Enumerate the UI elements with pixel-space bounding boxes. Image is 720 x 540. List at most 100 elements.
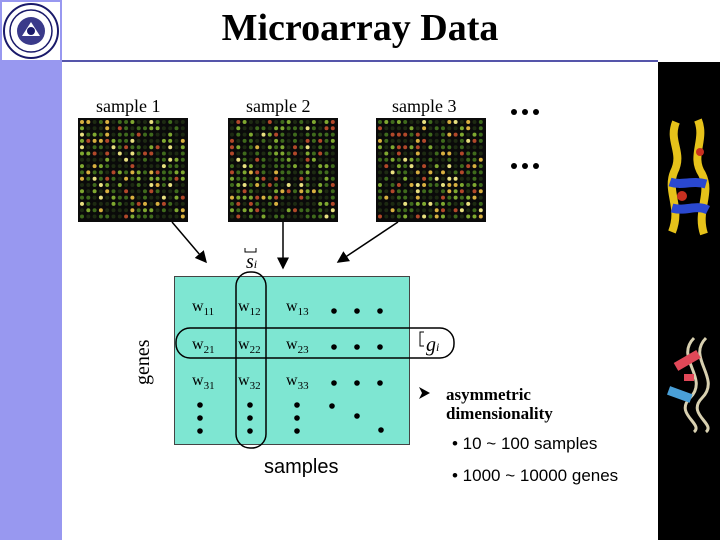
microarray-spot [124,132,129,137]
microarray-spot [280,164,285,169]
microarray-spot [149,138,154,143]
microarray-spot [311,132,316,137]
microarray-spot [242,132,247,137]
microarray-spot [428,151,433,156]
microarray-spot [149,170,154,175]
microarray-spot [174,138,179,143]
microarray-spot [453,183,458,187]
microarray-spot [86,145,91,150]
microarray-spot [378,157,382,162]
microarray-spot [230,164,234,169]
microarray-spot [459,157,464,162]
microarray-spot [143,145,147,150]
microarray-spot [236,170,241,175]
microarray-spot [80,183,84,187]
microarray-spot [255,208,260,213]
microarray-spot [396,132,401,137]
microarray-spot [286,214,291,219]
microarray-spot [403,132,408,137]
gene-row-highlight [175,327,455,359]
microarray-spot [378,120,382,124]
microarray-spot [447,176,452,181]
microarray-spot [330,170,335,175]
microarray-spot [168,157,173,162]
microarray-spot [286,201,291,206]
microarray-spot [174,208,179,213]
microarray-spot [230,176,234,181]
microarray-spot [111,176,116,181]
microarray-spot [415,176,420,181]
microarray-spot [299,183,304,187]
s-vector-label: si [246,251,257,274]
microarray-spot [390,208,395,213]
microarray-spot [136,208,141,213]
microarray-spot [409,157,414,162]
microarray-spot [390,138,395,143]
microarray-spot [390,195,395,200]
cell-w31: w31 [192,372,215,393]
microarray-spot [280,176,285,181]
microarray-spot [434,201,439,206]
microarray-spot [267,201,272,206]
microarray-spot [98,157,103,162]
microarray-spot [105,157,110,162]
microarray-spot [299,195,304,200]
microarray-spot [168,183,173,187]
microarray-spot [286,176,291,181]
microarray-spot [261,214,266,219]
microarray-spot [236,157,241,162]
microarray-spot [453,132,458,137]
microarray-spot [403,120,408,124]
microarray-spot [330,126,335,131]
microarray-spot [92,176,97,181]
microarray-spot [384,120,389,124]
cell-w13: w13 [286,298,309,319]
microarray-spot [86,176,91,181]
sample-column-highlight [235,271,267,449]
microarray-spot [396,164,401,169]
microarray-spot [124,157,129,162]
microarray-spot [242,201,247,206]
microarray-spot [478,183,483,187]
microarray-spot [155,120,160,124]
microarray-spot [415,214,420,219]
microarray-spot [149,208,154,213]
matrix-box [174,276,410,445]
microarray-spot [434,195,439,200]
microarray-spot [274,189,279,194]
microarray-spot [230,145,234,150]
microarray-spot [472,189,477,194]
microarray-spot [324,145,329,150]
microarray-spot [384,138,389,143]
microarray-spot [168,138,173,143]
microarray-spot [466,151,471,156]
microarray-spot [286,195,291,200]
microarray-spot [305,208,310,213]
microarray-spot [324,138,329,143]
microarray-spot [168,126,173,131]
microarray-spot [311,126,316,131]
microarray-spot [136,214,141,219]
microarray-spot [161,145,166,150]
microarray-spot [459,170,464,175]
microarray-spot [428,183,433,187]
microarray-spot [86,183,91,187]
microarray-spot [293,214,297,219]
microarray-spot [378,208,382,213]
microarray-spot [111,201,116,206]
samples-axis-label: samples [264,456,339,478]
microarray-spot [330,120,335,124]
microarray-spot [459,208,464,213]
microarray-spot [409,208,414,213]
microarray-spot [105,126,110,131]
microarray-spot [92,170,97,175]
microarray-spot [267,183,272,187]
microarray-spot [155,176,160,181]
microarray-spot [143,189,147,194]
microarray-spot [293,120,297,124]
microarray-spot [111,151,116,156]
microarray-spot [459,164,464,169]
microarray-spot [311,120,316,124]
microarray-spot [149,145,154,150]
microarray-spot [86,120,91,124]
